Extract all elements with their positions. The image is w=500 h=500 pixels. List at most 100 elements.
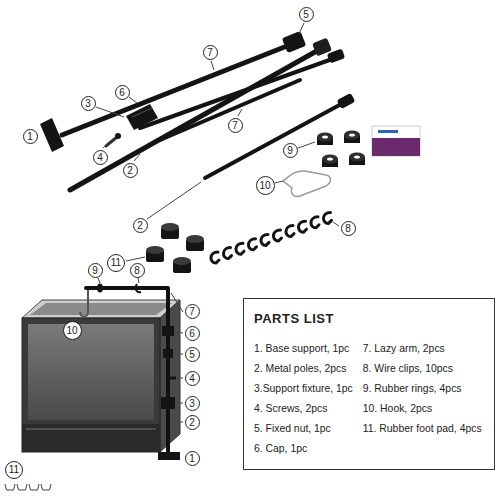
leader-line — [211, 61, 214, 70]
stand-clip — [136, 284, 141, 292]
wire-clip — [298, 221, 306, 232]
tank-front — [22, 318, 160, 452]
wire-clip — [311, 217, 319, 228]
wire-clip — [286, 226, 294, 237]
foot-pad — [161, 223, 179, 239]
foot-cup — [41, 484, 51, 490]
screw — [106, 137, 117, 146]
callout-number: 3 — [81, 96, 96, 111]
parts-list-box: PARTS LIST 1. Base support, 1pc2. Metal p… — [243, 298, 495, 470]
leader-lines — [79, 278, 183, 422]
wire-clip — [273, 230, 281, 241]
callout-number: 11 — [5, 461, 23, 479]
stand-hook — [80, 290, 88, 317]
callout-number: 8 — [341, 221, 356, 236]
foot-pad — [146, 246, 164, 262]
tank-door-line — [26, 429, 156, 430]
foot-cup — [29, 484, 39, 490]
callout-number: 2 — [123, 163, 138, 178]
callout-number: 7 — [203, 45, 218, 60]
leader-line — [126, 257, 145, 261]
wire-clip — [223, 248, 231, 259]
stand-fixture — [161, 397, 175, 409]
parts-list-heading: PARTS LIST — [254, 309, 484, 329]
parts-list-column: 1. Base support, 1pc2. Metal poles, 2pcs… — [254, 339, 353, 459]
callout-number: 1 — [185, 451, 200, 466]
leader-line — [103, 144, 107, 148]
callout-number: 6 — [115, 85, 130, 100]
callout-number: 5 — [299, 7, 314, 22]
wire-clip — [236, 243, 244, 254]
leader-line — [176, 403, 183, 404]
screw-head — [115, 133, 121, 139]
parts-list-item: 11. Rubber foot pad, 4pcs — [363, 419, 482, 439]
stand-nut — [163, 349, 173, 358]
leader-line — [98, 278, 100, 283]
rubber-ring — [317, 133, 333, 146]
rubber-ring — [344, 131, 360, 144]
leader-line — [174, 354, 183, 355]
leader-line — [275, 181, 283, 183]
parts-list-item: 5. Fixed nut, 1pc — [254, 419, 353, 439]
tank-base — [22, 424, 160, 452]
leader-line — [333, 222, 339, 226]
parts-list-columns: 1. Base support, 1pc2. Metal poles, 2pcs… — [254, 339, 484, 459]
leader-line — [147, 182, 201, 219]
callout-number: 7 — [185, 304, 200, 319]
pole — [205, 102, 345, 178]
callout-number: 11 — [107, 254, 125, 272]
callout-number: 8 — [130, 263, 145, 278]
fixed-nut — [282, 31, 307, 53]
stand-pole — [166, 288, 170, 455]
parts-list-item: 4. Screws, 2pcs — [254, 399, 353, 419]
wire-clip — [323, 212, 331, 223]
leader-line — [298, 142, 315, 148]
pole — [62, 44, 292, 135]
callout-number: 9 — [283, 143, 298, 158]
foot-pad — [186, 235, 204, 251]
lazy-arm — [160, 80, 300, 140]
callout-number: 7 — [228, 118, 243, 133]
callout-number: 10 — [63, 321, 82, 340]
leader-line — [299, 23, 304, 34]
callout-number: 5 — [185, 347, 200, 362]
wire-clip — [211, 252, 219, 263]
leader-line — [238, 109, 242, 116]
tank-top — [22, 300, 180, 318]
leader-lines — [96, 23, 339, 261]
callout-number: 3 — [185, 396, 200, 411]
support-fixture — [126, 104, 158, 130]
parts-list-item: 3.Support fixture, 1pc — [254, 379, 353, 399]
leader-line — [171, 293, 183, 312]
sticker-band — [372, 138, 420, 156]
leader-line — [175, 332, 183, 333]
leader-line — [134, 154, 140, 161]
leader-line — [138, 278, 139, 283]
callout-number: 6 — [185, 326, 200, 341]
parts-list-item: 2. Metal poles, 2pcs — [254, 359, 353, 379]
callout-number: 1 — [23, 129, 38, 144]
parts-list-column: 7. Lazy arm, 2pcs8. Wire clips, 10pcs9. … — [363, 339, 482, 459]
parts-list-item: 9. Rubber rings, 4pcs — [363, 379, 482, 399]
leader-line — [96, 107, 124, 117]
callout-number: 2 — [133, 218, 148, 233]
parts-list-item: 7. Lazy arm, 2pcs — [363, 339, 482, 359]
callout-number: 4 — [93, 150, 108, 165]
rubber-ring — [349, 153, 365, 166]
wire-clip — [248, 239, 256, 250]
base-support — [40, 118, 64, 152]
callout-number: 2 — [185, 415, 200, 430]
parts-list-item: 10. Hook, 2pcs — [363, 399, 482, 419]
foot-cup — [17, 484, 27, 490]
parts-list-item: 6. Cap, 1pc — [254, 439, 353, 459]
stand-cap — [162, 326, 174, 336]
parts-list-item: 1. Base support, 1pc — [254, 339, 353, 359]
foot-cup — [5, 484, 15, 490]
arm-knob — [327, 49, 345, 64]
metal-poles — [62, 44, 345, 190]
leader-line — [129, 97, 137, 103]
stand-screw — [168, 377, 176, 380]
callout-number: 4 — [185, 371, 200, 386]
callout-number: 9 — [88, 263, 103, 278]
